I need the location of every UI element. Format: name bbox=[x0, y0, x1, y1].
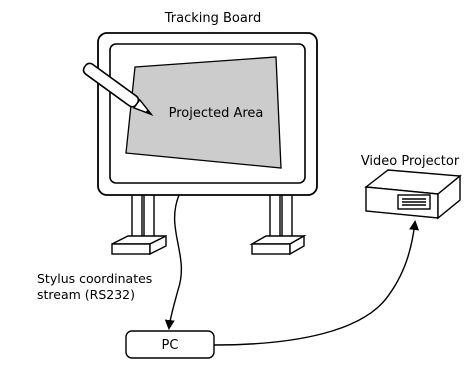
pc-label: PC bbox=[162, 338, 179, 353]
projected-area bbox=[125, 56, 282, 169]
board-stand-right bbox=[249, 189, 307, 256]
video-projector-icon bbox=[364, 169, 462, 220]
video-projector-label: Video Projector bbox=[361, 154, 460, 169]
stylus-icon bbox=[82, 62, 154, 116]
projected-area-label: Projected Area bbox=[169, 106, 264, 121]
tracking-board-title: Tracking Board bbox=[164, 11, 261, 26]
pc-box bbox=[125, 330, 215, 359]
stylus-cable-arrow bbox=[164, 194, 183, 330]
pc-to-projector-arrow bbox=[213, 220, 420, 346]
board-stand-left bbox=[111, 189, 167, 256]
stylus-stream-label-line2: stream (RS232) bbox=[37, 287, 135, 302]
stylus-stream-label-line1: Stylus coordinates bbox=[37, 271, 152, 286]
